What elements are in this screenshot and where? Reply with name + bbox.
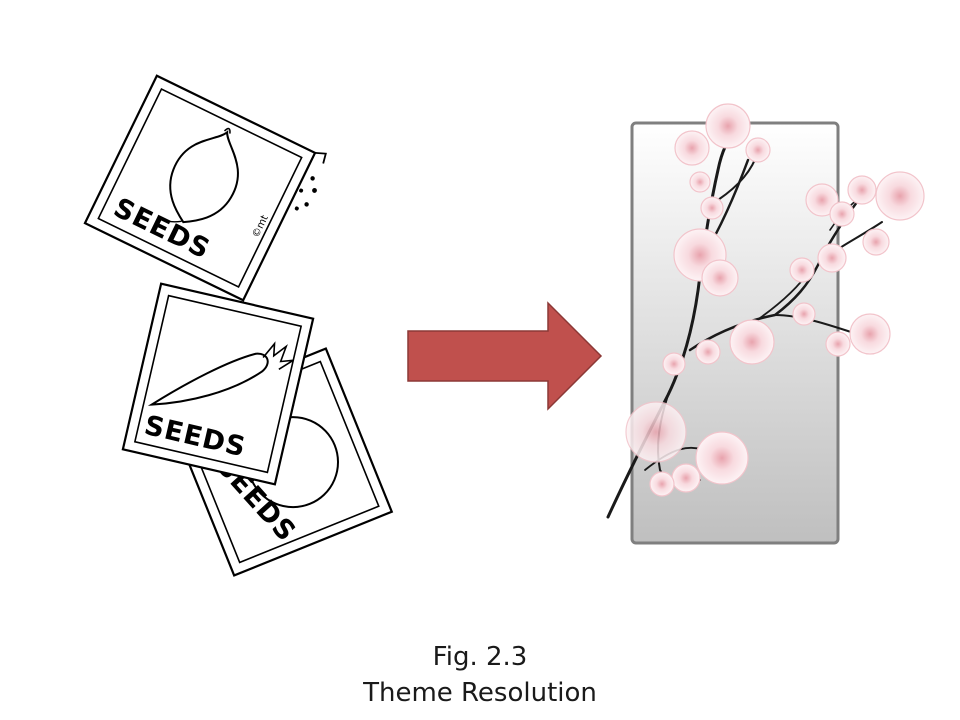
onion-icon <box>160 127 239 224</box>
carrot-icon <box>147 341 294 406</box>
blossom-flower <box>825 331 851 357</box>
blossom-flower <box>689 171 711 193</box>
spilling-seeds <box>294 151 327 211</box>
blossom-flower <box>862 228 890 256</box>
blossom-flower <box>849 313 891 355</box>
blossom-flower <box>729 319 775 365</box>
blossom-flower <box>817 243 847 273</box>
blossom-flower <box>745 137 771 163</box>
blossom-flower <box>700 196 724 220</box>
blossom-flower <box>674 130 710 166</box>
blossom-flower <box>805 183 839 217</box>
blossom-flower <box>875 171 925 221</box>
blossom-flower <box>695 431 749 485</box>
blossom-flower <box>705 103 751 149</box>
blossom-flower <box>829 201 855 227</box>
blossom-flower <box>695 339 721 365</box>
blossom-flower <box>671 463 701 493</box>
seed-packet-carrot: SEEDS <box>121 282 315 486</box>
blossom-flower <box>625 401 687 463</box>
figure-number: Fig. 2.3 <box>432 642 528 672</box>
blossom-flower <box>662 352 686 376</box>
blossom-flower <box>847 175 877 205</box>
blossom-flower <box>792 302 816 326</box>
seed-packet-onion: SEEDS ©mt <box>83 74 327 302</box>
blossom-flower <box>789 257 815 283</box>
figure-title: Theme Resolution <box>363 678 597 708</box>
blossom-flower <box>649 471 675 497</box>
transform-arrow <box>407 301 603 411</box>
blossom-cluster <box>625 103 925 497</box>
blossom-flower <box>701 259 739 297</box>
